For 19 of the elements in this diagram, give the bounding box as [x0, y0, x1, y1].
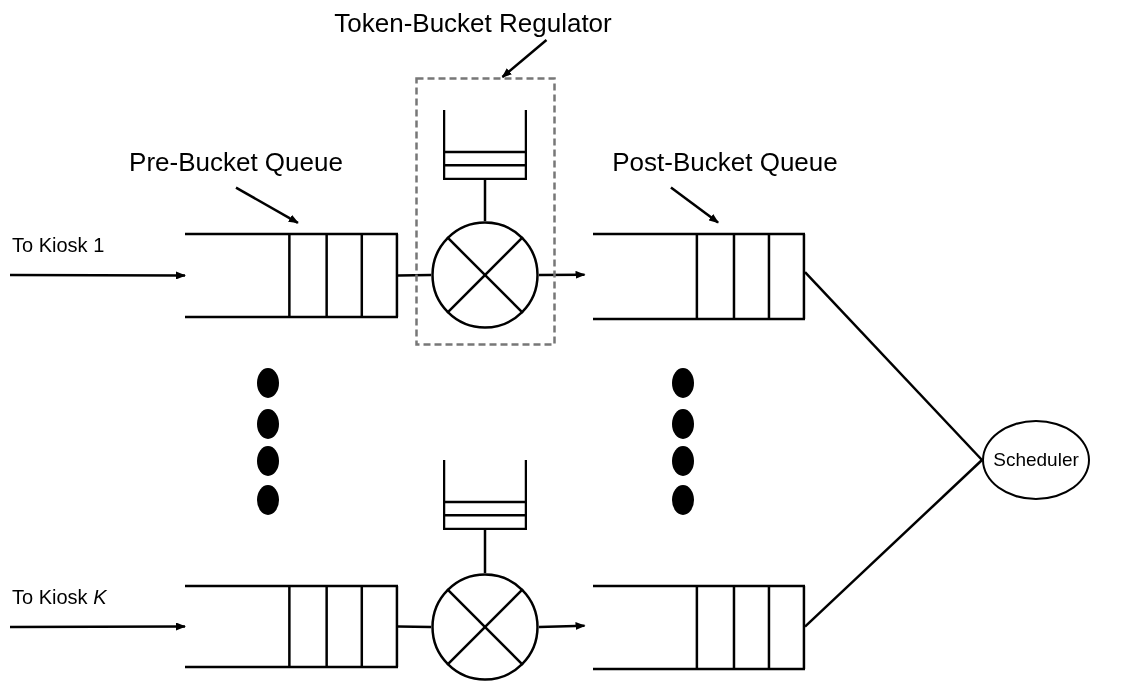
connector-line — [398, 273, 431, 277]
connector-line — [804, 271, 983, 461]
arrow — [670, 186, 719, 224]
scheduler-ellipse: Scheduler — [982, 420, 1090, 500]
callout-text: Pre-Bucket Queue — [86, 146, 386, 178]
arrow — [501, 39, 548, 78]
connector-line — [804, 459, 983, 628]
arrow — [539, 270, 586, 279]
input-label: To Kiosk K — [12, 585, 107, 610]
arrow — [10, 622, 186, 631]
connector-line — [398, 625, 431, 629]
arrow — [10, 271, 186, 280]
arrow — [235, 186, 299, 224]
connector-line — [483, 530, 487, 573]
callout-text: Post-Bucket Queue — [566, 146, 884, 178]
arrow — [538, 622, 586, 631]
input-label: To Kiosk 1 — [12, 233, 105, 258]
connector-line — [483, 180, 487, 221]
callout-text: Token-Bucket Regulator — [306, 6, 640, 40]
